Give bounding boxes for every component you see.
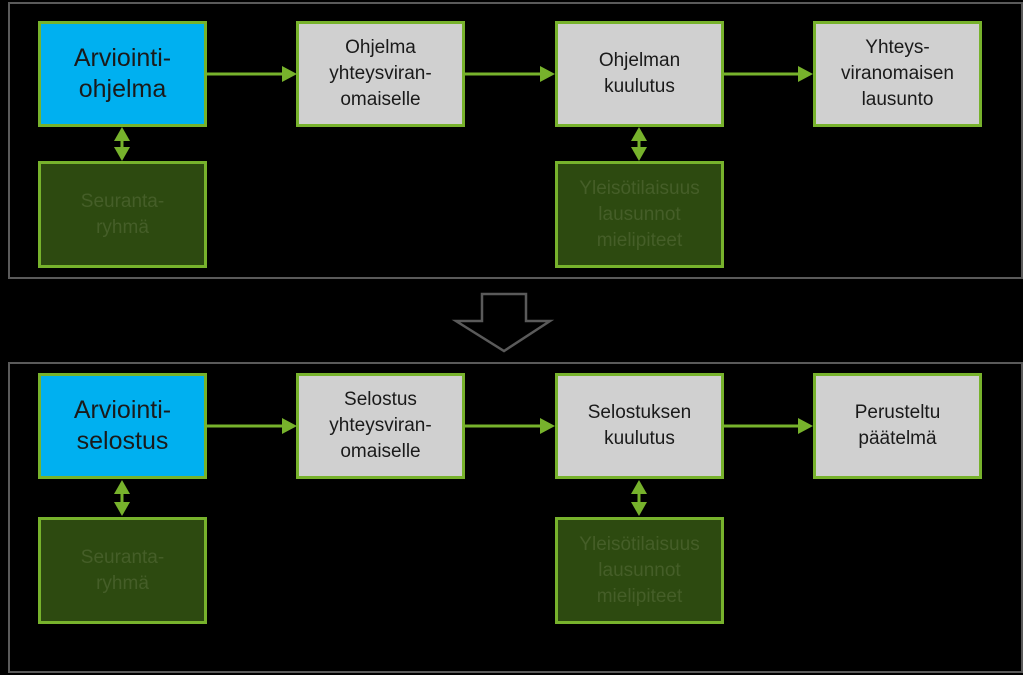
report-step3-box: Selostuksen kuulutus [555,373,724,479]
arrow-right-icon [465,66,555,82]
double-arrow-vertical-icon [631,127,647,161]
double-arrow-vertical-icon [631,480,647,516]
program-phase-panel [8,2,1023,279]
program-main-box: Arviointi- ohjelma [38,21,207,127]
program-public-input-box: Yleisötilaisuus lausunnot mielipiteet [555,161,724,268]
report-step4-box: Perusteltu päätelmä [813,373,982,479]
report-phase-panel [8,362,1023,673]
arrow-right-icon [724,66,813,82]
program-step2-box: Ohjelma yhteysviran- omaiselle [296,21,465,127]
arrow-right-icon [724,418,813,434]
double-arrow-vertical-icon [114,127,130,161]
arrow-right-icon [465,418,555,434]
program-monitoring-group-box: Seuranta- ryhmä [38,161,207,268]
double-arrow-vertical-icon [114,480,130,516]
report-step2-box: Selostus yhteysviran- omaiselle [296,373,465,479]
phase-transition-arrow-icon [451,292,555,353]
arrow-right-icon [207,418,297,434]
program-step3-box: Ohjelman kuulutus [555,21,724,127]
program-step4-box: Yhteys- viranomaisen lausunto [813,21,982,127]
arrow-right-icon [207,66,297,82]
report-public-input-box: Yleisötilaisuus lausunnot mielipiteet [555,517,724,624]
report-main-box: Arviointi- selostus [38,373,207,479]
report-monitoring-group-box: Seuranta- ryhmä [38,517,207,624]
